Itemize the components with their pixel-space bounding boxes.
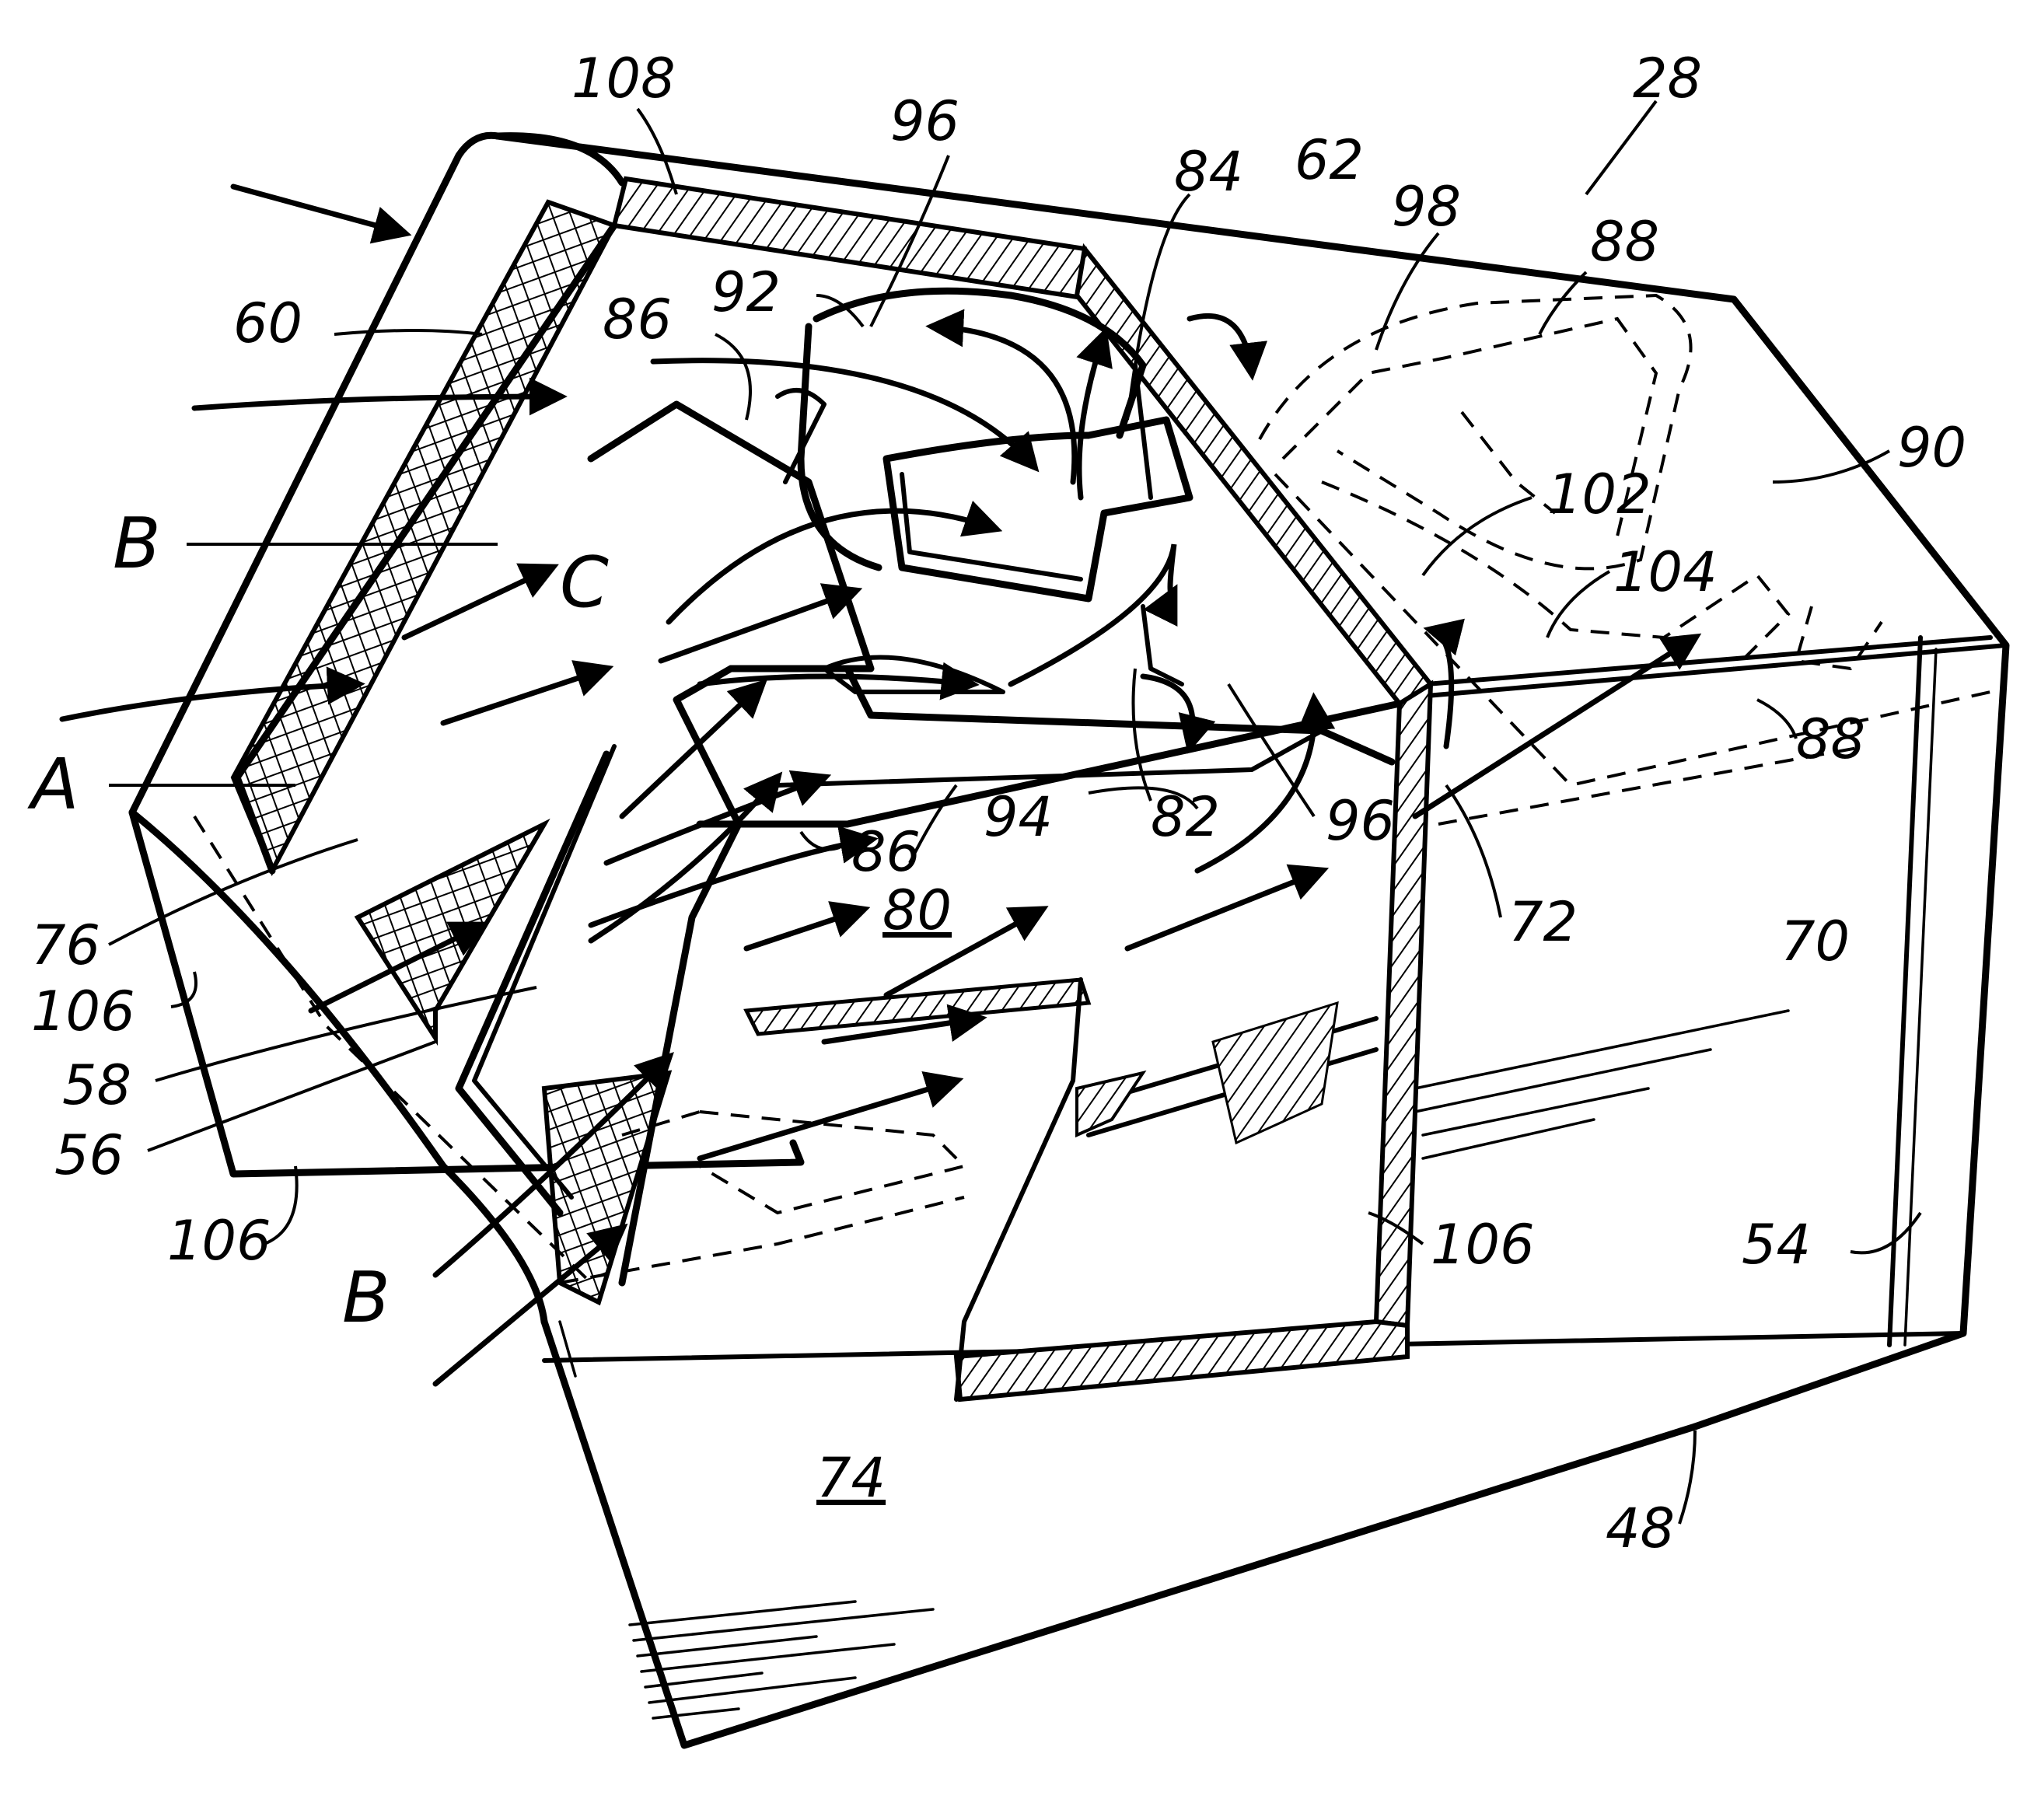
label-90: 90: [1897, 416, 1966, 480]
label-72: 72: [1508, 890, 1578, 954]
label-92: 92: [711, 260, 781, 324]
label-82: 82: [1151, 785, 1220, 849]
label-76: 76: [31, 913, 100, 977]
label-94: 94: [984, 785, 1053, 849]
label-98: 98: [1392, 175, 1461, 239]
label-96-mid: 96: [1326, 789, 1395, 853]
label-88-top: 88: [1590, 210, 1659, 274]
label-60: 60: [233, 292, 302, 355]
label-28: 28: [1633, 47, 1702, 110]
label-104: 104: [1613, 540, 1718, 604]
label-70: 70: [1781, 910, 1850, 973]
label-96-top: 96: [890, 89, 959, 153]
label-106-left: 106: [31, 980, 135, 1043]
label-58: 58: [62, 1053, 131, 1117]
label-a: A: [27, 744, 79, 826]
label-c: C: [560, 542, 609, 624]
label-86-mid: 86: [851, 820, 921, 884]
label-88-right: 88: [1796, 707, 1865, 771]
label-84: 84: [1174, 140, 1243, 204]
fan-assembly: [778, 291, 1190, 692]
label-56: 56: [54, 1123, 124, 1187]
label-b-upper: B: [113, 503, 161, 585]
label-108: 108: [571, 47, 676, 110]
label-86-top: 86: [603, 288, 672, 351]
label-48: 48: [1606, 1497, 1675, 1560]
label-106-bottom: 106: [167, 1209, 271, 1273]
label-54: 54: [1742, 1213, 1811, 1277]
label-b-lower: B: [342, 1257, 390, 1339]
label-74: 74: [816, 1446, 886, 1510]
label-80: 80: [882, 879, 952, 942]
label-102: 102: [1547, 463, 1651, 526]
label-62: 62: [1295, 128, 1364, 192]
label-106-right: 106: [1431, 1213, 1535, 1277]
